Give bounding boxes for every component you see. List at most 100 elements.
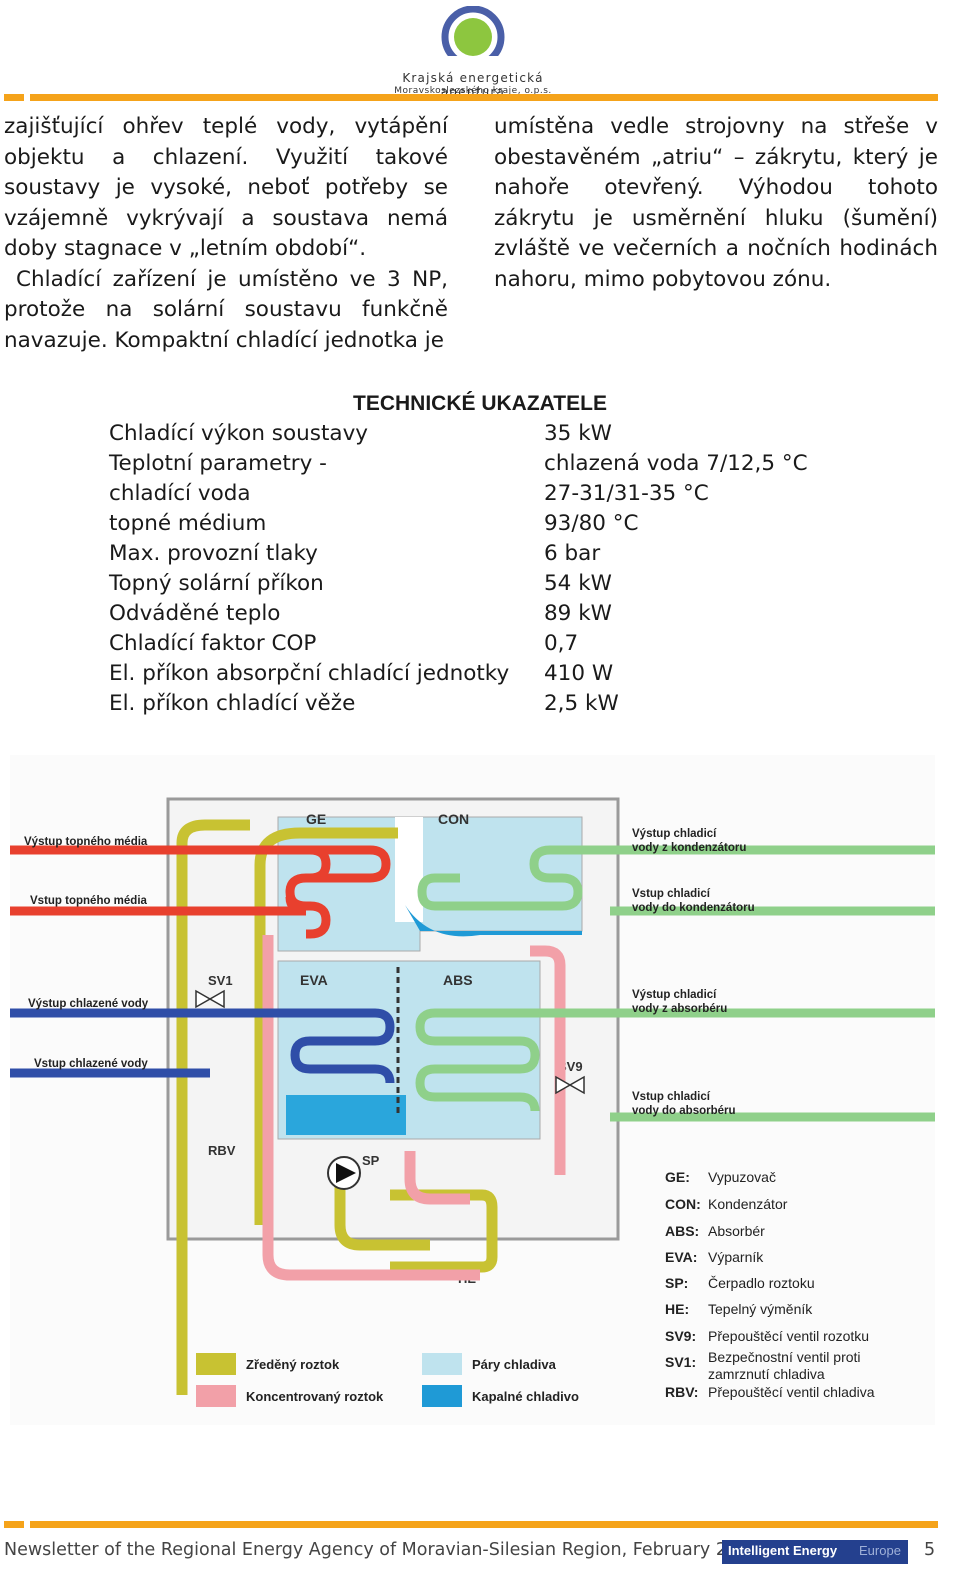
label-ge: GE: [306, 811, 326, 827]
solution-pump-arrow: [336, 1163, 356, 1183]
footer-rule: [30, 1521, 938, 1528]
abbr-text: Kondenzátor: [708, 1196, 788, 1212]
intelligent-energy-logo: Intelligent Energy Europe: [722, 1540, 908, 1564]
tech-label: Odváděné teplo: [109, 601, 281, 626]
abbr-code: CON:: [665, 1196, 701, 1212]
abbr-text: Bezpečnostní ventil proti: [708, 1349, 861, 1365]
tech-row: El. příkon chladící věže 2,5 kW: [109, 689, 869, 719]
diagram-svg: GE CON EVA ABS SV1 SV9 RBV SP HE Výstup …: [10, 755, 935, 1425]
label-heat-in: Vstup topného média: [30, 895, 148, 907]
abbr-code: RBV:: [665, 1384, 698, 1400]
legend-swatch-liquid: [422, 1385, 462, 1407]
label-con-in: Vstup chladicí: [632, 888, 711, 900]
tech-row: Chladící výkon soustavy 35 kW: [109, 419, 869, 449]
legend-swatch-concentrated: [196, 1385, 236, 1407]
label-rbv: RBV: [208, 1143, 236, 1158]
agency-logo-mark: [438, 6, 508, 68]
tech-value: chlazená voda 7/12,5 °C: [544, 451, 808, 476]
coil-absorber: [415, 1008, 935, 1112]
intelligent-energy-logo-subtext: Europe: [859, 1543, 901, 1558]
valve-sv9: [555, 1075, 585, 1095]
tech-label: topné médium: [109, 511, 267, 536]
label-heat-out: Výstup topného média: [24, 836, 148, 848]
abbr-code: GE:: [665, 1169, 690, 1185]
pipe-diluted-up: [254, 827, 398, 1225]
tech-label: Teplotní parametry -: [109, 451, 327, 476]
article-paragraph: umístěna vedle strojovny na střeše v obe…: [494, 114, 938, 292]
article-paragraph: zajišťující ohřev teplé vody, vytápění o…: [4, 114, 448, 261]
tech-label: Topný solární příkon: [109, 571, 324, 596]
tech-value: 6 bar: [544, 541, 601, 566]
abbr-code: SP:: [665, 1275, 688, 1291]
abbr-code: SV1:: [665, 1354, 696, 1370]
tech-value: 2,5 kW: [544, 691, 619, 716]
label-con-out: Výstup chladicí: [632, 828, 717, 840]
tech-label: Chladící faktor COP: [109, 631, 317, 656]
header-rule: [30, 94, 938, 101]
tech-row: Max. provozní tlaky 6 bar: [109, 539, 869, 569]
abbr-text: Výparník: [708, 1249, 764, 1265]
coil-generator-loop: [310, 845, 391, 883]
legend-label-concentrated: Koncentrovaný roztok: [246, 1389, 384, 1404]
label-abs: ABS: [443, 972, 473, 988]
legend-swatch-diluted: [196, 1353, 236, 1375]
tech-row: Chladící faktor COP 0,7: [109, 629, 869, 659]
pipe-concentrated-right: [530, 945, 566, 1175]
pipe-heating-in: [10, 896, 307, 916]
abbr-code: EVA:: [665, 1249, 697, 1265]
abbreviation-list: GE: Vypuzovač CON: Kondenzátor ABS: Abso…: [665, 1169, 875, 1400]
tech-label: El. příkon chladící věže: [109, 691, 356, 716]
tech-value: 410 W: [544, 661, 614, 686]
tech-label: El. příkon absorpční chladící jednotky: [109, 661, 510, 686]
label-con-in: vody do kondenzátoru: [632, 902, 755, 914]
coil-evaporator: [10, 1008, 395, 1084]
abbr-text: Vypuzovač: [708, 1169, 776, 1185]
legend-label-liquid: Kapalné chladivo: [472, 1389, 579, 1404]
pipe-diluted-left: [176, 819, 250, 1395]
header-rule-left: [4, 94, 24, 101]
label-chilled-out: Výstup chlazené vody: [28, 998, 149, 1010]
intelligent-energy-logo-text: Intelligent Energy: [728, 1543, 838, 1558]
coil-condenser: [417, 845, 935, 911]
tech-value: 54 kW: [544, 571, 612, 596]
label-con-out: vody z kondenzátoru: [632, 842, 746, 854]
coil-generator: [10, 845, 331, 939]
tech-row: Teplotní parametry - chlazená voda 7/12,5…: [109, 449, 869, 479]
article-left-column: zajišťující ohřev teplé vody, vytápění o…: [4, 112, 448, 356]
pipe-diluted-pump: [334, 1175, 430, 1251]
legend-label-vapor: Páry chladiva: [472, 1357, 557, 1372]
abbr-text: Absorbér: [708, 1223, 765, 1239]
abbr-text: Tepelný výměník: [708, 1301, 813, 1317]
tech-row: Topný solární příkon 54 kW: [109, 569, 869, 599]
label-eva: EVA: [300, 972, 328, 988]
tech-label: Max. provozní tlaky: [109, 541, 318, 566]
label-abs-in: Vstup chladicí: [632, 1091, 711, 1103]
label-abs-out: Výstup chladicí: [632, 989, 717, 1001]
article-right-column: umístěna vedle strojovny na střeše v obe…: [494, 112, 938, 295]
pipe-concentrated: [262, 935, 480, 1281]
tech-title: TECHNICKÉ UKAZATELE: [353, 392, 607, 415]
page-number: 5: [924, 1540, 936, 1560]
article-paragraph: Chladící zařízení je umístěno ve 3 NP, p…: [4, 266, 448, 353]
tech-row: chladící voda 27-31/31-35 °C: [109, 479, 869, 509]
agency-logo: Krajská energetická agentura Moravskosle…: [378, 6, 568, 99]
tech-row: Odváděné teplo 89 kW: [109, 599, 869, 629]
tech-value: 0,7: [544, 631, 579, 656]
legend-swatch-vapor: [422, 1353, 462, 1375]
eva-liquid: [286, 1095, 406, 1135]
footer-rule-left: [4, 1521, 24, 1528]
tech-value: 27-31/31-35 °C: [544, 481, 709, 506]
abbr-text: Přepouštěcí ventil chladiva: [708, 1384, 875, 1400]
tech-label: chladící voda: [109, 481, 251, 506]
org-subname: Moravskoslezského kraje, o.p.s.: [394, 86, 552, 96]
tech-label: Chladící výkon soustavy: [109, 421, 369, 446]
label-con: CON: [438, 811, 469, 827]
footer-newsletter-text: Newsletter of the Regional Energy Agency…: [4, 1540, 761, 1560]
tech-value: 35 kW: [544, 421, 612, 446]
tech-value: 89 kW: [544, 601, 612, 626]
abbr-code: ABS:: [665, 1223, 699, 1239]
abbr-code: SV9:: [665, 1328, 696, 1344]
label-abs-in: vody do absorbéru: [632, 1105, 736, 1117]
upper-vessel-divider: [395, 817, 423, 922]
